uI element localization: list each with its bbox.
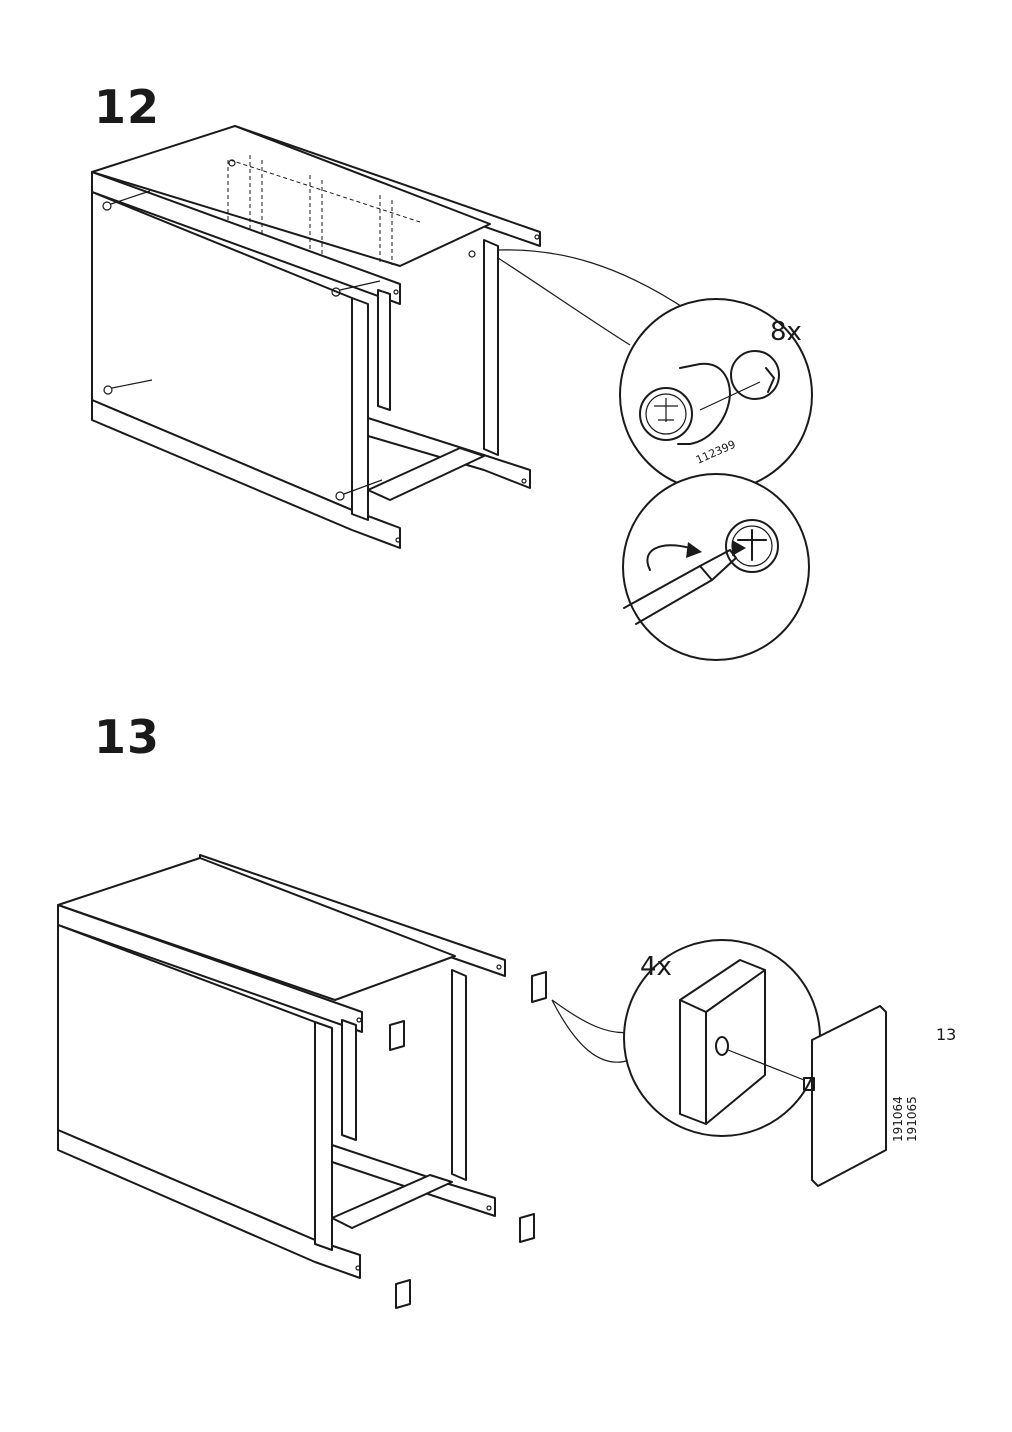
step-13-quantity: 4x [640,952,672,982]
step-12-quantity: 8x [770,317,802,347]
page-number: 13 [936,1025,957,1044]
foot-part-number-1: 191064 [891,1096,905,1142]
callout-line [497,257,631,346]
callout-line [497,249,691,313]
step-12-cabinet-drawing [91,125,541,549]
hidden-lines [227,155,421,265]
step-13-cabinet-drawing [57,854,547,1309]
foot-pad-detail [623,939,887,1187]
callout-line [551,999,631,1063]
screwdriver-detail [622,473,810,661]
foot-part-number-2: 191065 [905,1096,919,1142]
step-12-number: 12 [94,80,161,134]
step-13-number: 13 [94,710,161,764]
